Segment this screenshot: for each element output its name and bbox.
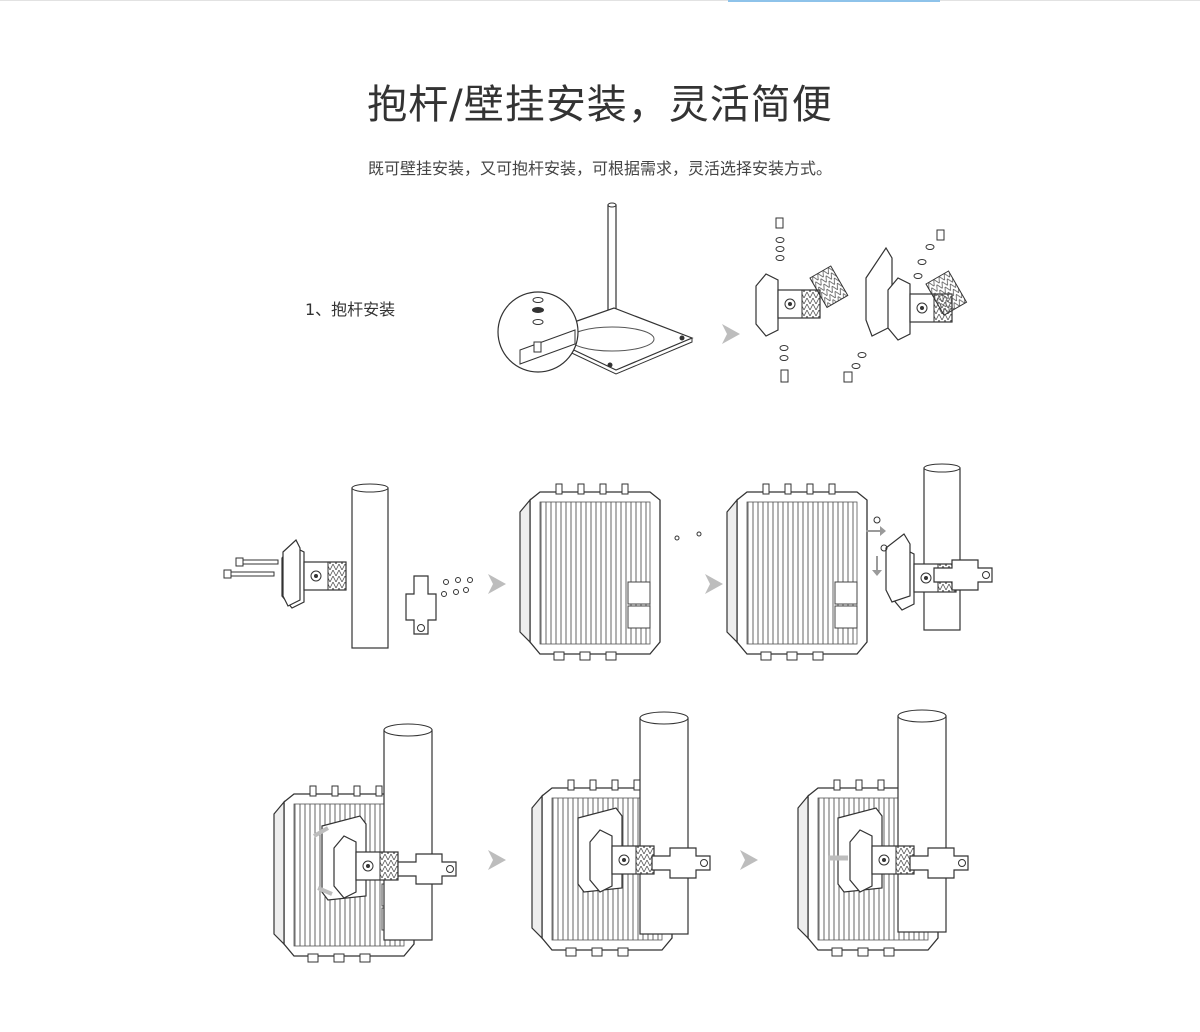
step-mount-c <box>797 709 969 957</box>
page-subtitle: 既可壁挂安装，又可抱杆安装，可根据需求，灵活选择安装方式。 <box>367 159 832 178</box>
chevron-right-icon <box>722 324 740 344</box>
chevron-right-icon <box>488 574 506 594</box>
pole-base-illustration <box>497 202 694 375</box>
active-tab-indicator <box>728 0 940 2</box>
arrow-icon <box>866 526 886 576</box>
device-mount-view <box>726 483 868 661</box>
top-divider <box>0 0 1200 1</box>
chevron-right-icon <box>740 850 758 870</box>
bracket-exploded-illustration <box>755 217 968 383</box>
step-bracket-and-bolts <box>223 483 473 649</box>
chevron-right-icon <box>705 574 723 594</box>
chevron-right-icon <box>488 850 506 870</box>
page-title: 抱杆/壁挂安装，灵活简便 <box>367 82 833 128</box>
step-mount-b <box>531 711 711 957</box>
device-front-view <box>519 483 661 661</box>
step-mount-a <box>273 723 457 963</box>
step-label-pole-mount: 1、抱杆安装 <box>305 300 396 319</box>
